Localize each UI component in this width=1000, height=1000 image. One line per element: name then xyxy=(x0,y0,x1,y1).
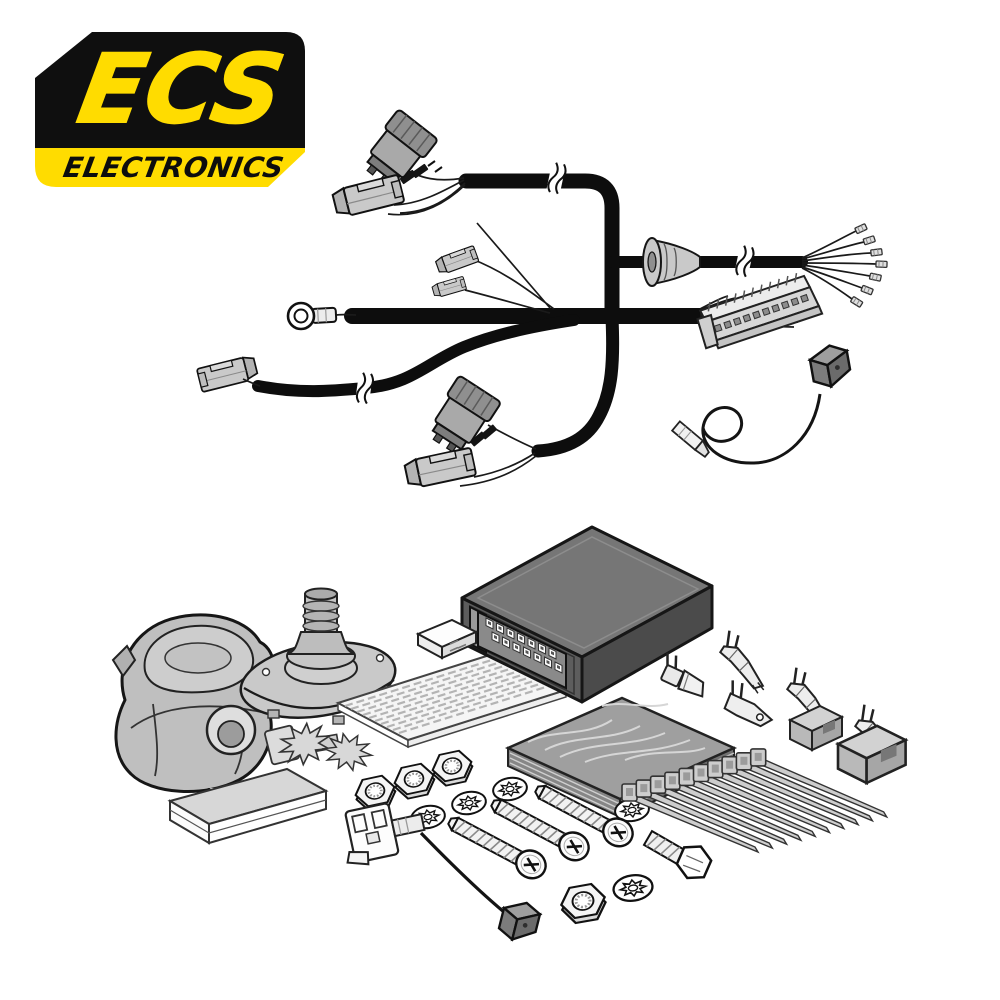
splayed-wire-ends xyxy=(801,222,888,309)
multi-pin-ecu-connector xyxy=(696,272,824,350)
control-module xyxy=(460,525,714,704)
logo-black-panel xyxy=(35,32,305,148)
pigtail-lead xyxy=(670,341,854,465)
wiring-harness xyxy=(195,107,888,491)
brand-logo: ECS ELECTRONICS xyxy=(35,32,305,187)
brand-subtitle: ELECTRONICS xyxy=(61,151,287,184)
ring-terminal xyxy=(286,301,357,331)
sticker-sheet xyxy=(335,651,569,749)
inline-mini-connectors xyxy=(431,222,555,314)
harness-top-branch-cable xyxy=(458,173,620,326)
bottom-connector-group xyxy=(402,374,537,491)
harness-left-branch-cable xyxy=(252,314,580,398)
hex-bolt xyxy=(642,829,713,880)
fir-tree-clips xyxy=(264,717,375,774)
mini-connector-white xyxy=(415,618,479,660)
pigtail-terminal xyxy=(670,420,710,459)
kit-components xyxy=(111,525,918,946)
harness-bottom-branch-cable xyxy=(531,311,620,458)
firewall-grommet xyxy=(642,237,701,287)
logo-yellow-panel xyxy=(35,148,305,187)
adhesive-foam-pad xyxy=(167,767,329,845)
brand-name: ECS xyxy=(71,34,293,145)
branch-wire xyxy=(242,378,261,387)
top-connector-group xyxy=(330,107,466,220)
fuse-tap-lead xyxy=(344,802,544,946)
